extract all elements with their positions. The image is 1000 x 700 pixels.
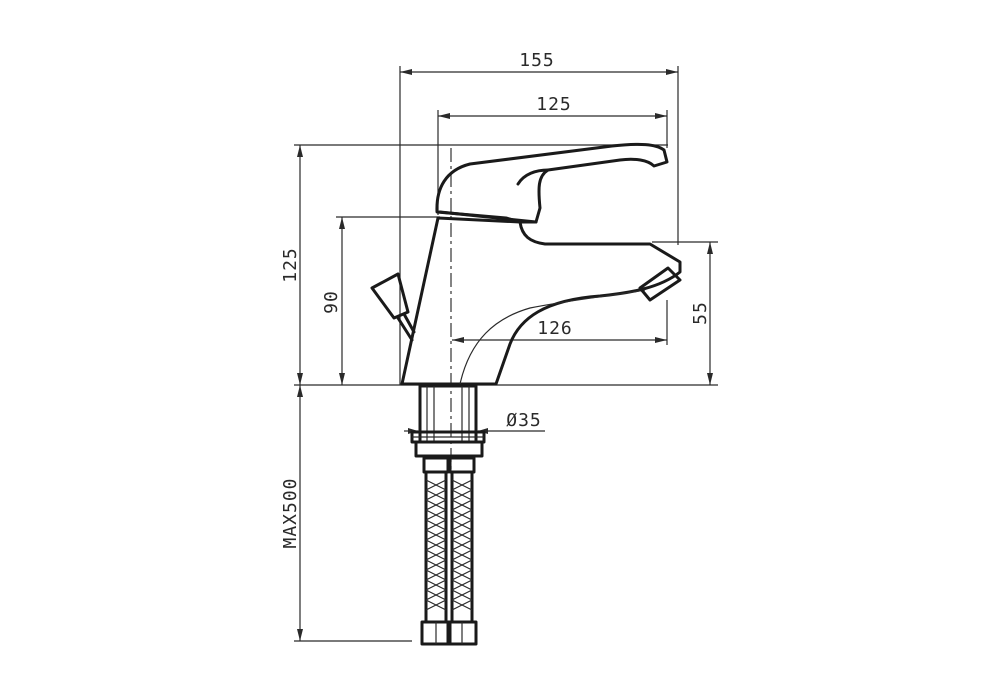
dimension-125-vertical: 125 (280, 145, 303, 385)
flexible-hoses (420, 456, 478, 646)
dimension-125-horizontal-label: 125 (536, 94, 572, 115)
popup-rod-knob (370, 272, 416, 342)
dimension-max500: MAX500 (280, 385, 303, 641)
mounting-shank (410, 384, 486, 458)
lever-handle (435, 142, 669, 224)
extension-lines (294, 66, 718, 642)
dimension-155-label: 155 (519, 50, 555, 71)
dimension-125-vertical-label: 125 (280, 247, 301, 283)
dimension-55-label: 55 (690, 301, 711, 325)
faucet-body (400, 216, 682, 386)
dimension-55: 55 (690, 242, 713, 385)
dimension-diameter-35-label: Ø35 (506, 410, 542, 431)
dimension-126: 126 (452, 318, 667, 343)
dimension-90: 90 (321, 217, 345, 385)
dimension-125-horizontal: 125 (438, 94, 667, 119)
dimension-90-label: 90 (321, 290, 342, 314)
dimension-max500-label: MAX500 (280, 477, 301, 548)
dimension-126-label: 126 (537, 318, 573, 339)
dimension-155: 155 (400, 50, 678, 75)
